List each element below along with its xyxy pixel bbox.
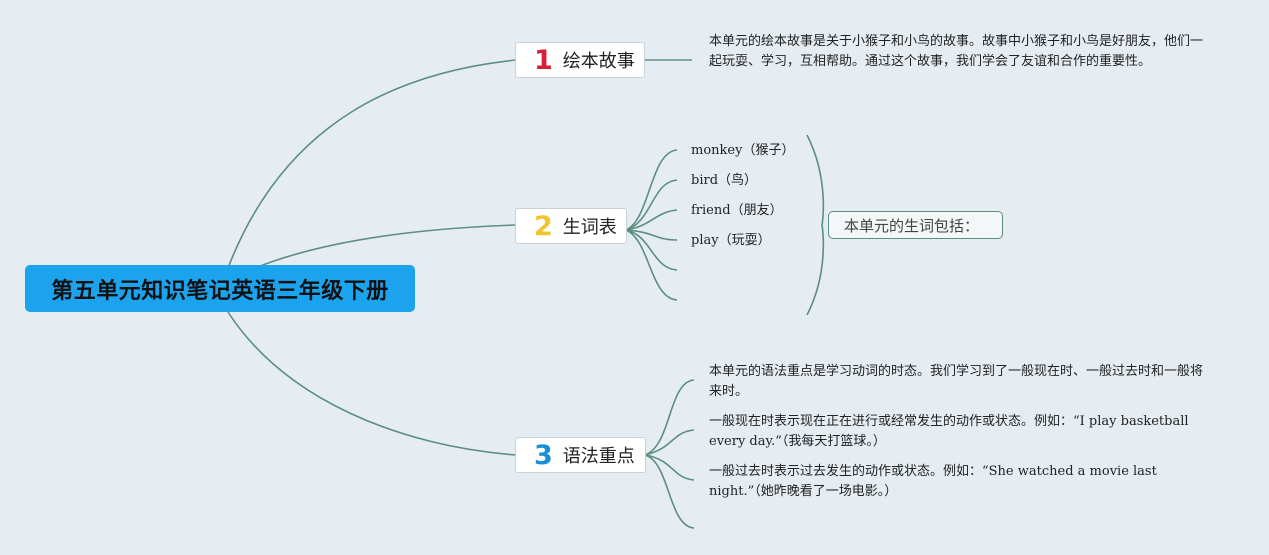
connector-branch2-empty1 <box>625 229 678 271</box>
root-title[interactable]: 第五单元知识笔记英语三年级下册 <box>25 265 415 312</box>
number-three-badge: 3 <box>534 439 553 471</box>
grammar-overview: 本单元的语法重点是学习动词的时态。我们学习到了一般现在时、一般过去时和一般将来时… <box>709 364 1204 399</box>
branch-grammar[interactable]: 3 语法重点 <box>515 437 646 473</box>
connector-branch3-text3 <box>644 454 695 481</box>
number-one-badge: 1 <box>534 44 553 76</box>
words-brace <box>806 134 825 316</box>
connector-branch2-word1 <box>625 149 678 231</box>
number-two-badge: 2 <box>534 210 553 242</box>
vocab-word-monkey: monkey（猴子） <box>691 143 795 158</box>
grammar-present-simple: 一般现在时表示现在正在进行或经常发生的动作或状态。例如：“I play bask… <box>709 414 1189 449</box>
vocab-word-play: play（玩耍） <box>691 233 771 248</box>
vocabulary-summary-label[interactable]: 本单元的生词包括： <box>828 211 1003 239</box>
branch-label: 语法重点 <box>562 446 635 467</box>
connector-branch3-text2 <box>644 429 695 456</box>
connector-root-branch1 <box>227 59 517 269</box>
connector-branch2-word3 <box>625 209 678 231</box>
connector-branch3-text1 <box>644 379 695 456</box>
connector-branch2-word2 <box>625 179 678 231</box>
connector-root-branch3 <box>227 311 517 456</box>
branch-label: 生词表 <box>562 217 617 238</box>
vocab-word-friend: friend（朋友） <box>691 203 783 218</box>
connector-root-branch2 <box>254 224 517 269</box>
connector-branch2-empty2 <box>625 229 678 301</box>
vocab-word-bird: bird（鸟） <box>691 173 758 188</box>
branch-picture-story[interactable]: 1 绘本故事 <box>515 42 645 78</box>
branch-vocabulary[interactable]: 2 生词表 <box>515 208 627 244</box>
connector-branch3-empty <box>644 454 695 529</box>
connector-branch2-word4 <box>625 229 678 241</box>
story-description: 本单元的绘本故事是关于小猴子和小鸟的故事。故事中小猴子和小鸟是好朋友，他们一起玩… <box>709 34 1204 69</box>
grammar-past-simple: 一般过去时表示过去发生的动作或状态。例如：“She watched a movi… <box>709 464 1157 499</box>
branch-label: 绘本故事 <box>562 51 635 72</box>
